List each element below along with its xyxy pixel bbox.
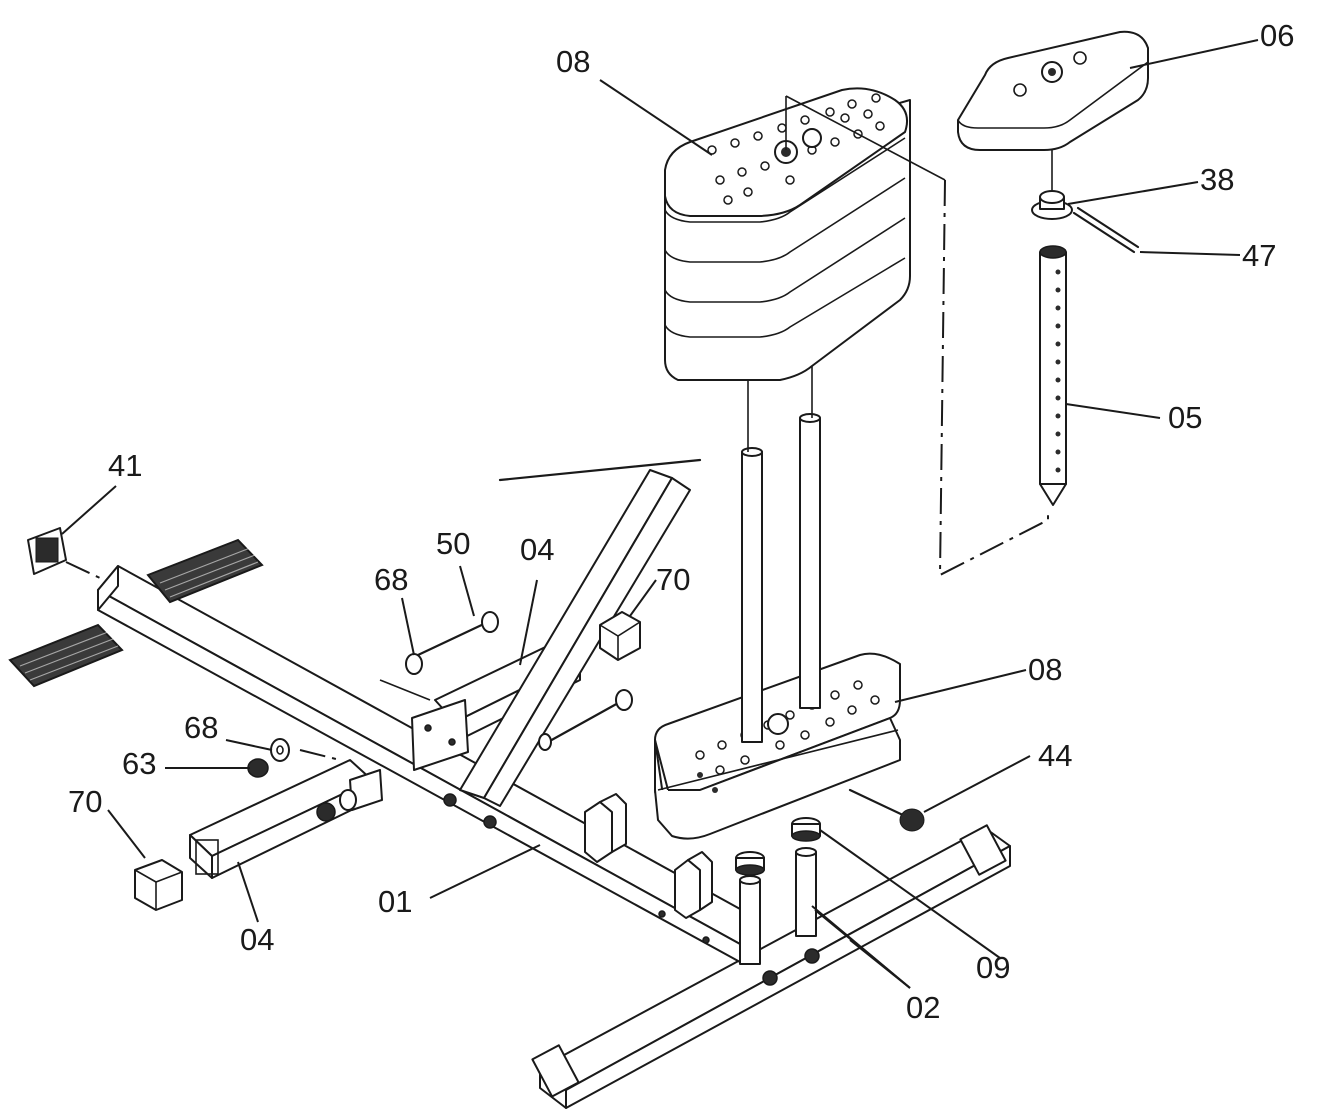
posts-02 [739,847,817,965]
guide-rods [741,345,821,743]
bolt-lower [538,689,633,751]
label-crossbar-bottom: 04 [240,922,274,957]
collar-38 [1031,150,1073,220]
leader-lines [61,39,1259,989]
knob-44 [848,788,925,832]
label-cap-left: 70 [68,784,102,819]
bushing-09 [735,817,821,876]
part-labels: 08 06 38 47 05 41 50 68 04 70 08 44 68 6… [68,18,1294,1025]
label-bottom-plate: 08 [1028,652,1062,687]
label-washer-left: 68 [184,710,218,745]
label-crossbar-top: 04 [520,532,554,567]
selector-rod-05 [1039,245,1067,506]
bolt-50 [405,611,499,675]
axle-bolt [299,749,357,822]
rear-crossbar [189,759,383,879]
label-cap: 06 [1260,18,1294,53]
foot-pad-upper [146,538,264,604]
label-nut: 63 [122,746,156,781]
selector-path [938,179,1049,577]
top-cap-06 [957,30,1149,151]
bottom-weight-plate [654,652,901,840]
label-end-cap: 41 [108,448,142,483]
diagonal-upright [459,458,702,807]
foot-pad-lower [8,623,124,688]
cap-70-left [134,859,183,911]
top-weight-stack [664,87,946,381]
cap-70-right [599,611,641,661]
nut-63 [247,758,269,778]
front-foot-bar [531,824,1011,1109]
label-washer-top: 68 [374,562,408,597]
label-bushing: 09 [976,950,1010,985]
label-pin: 47 [1242,238,1276,273]
label-knob: 44 [1038,738,1072,773]
label-posts: 02 [906,990,940,1025]
pin-47 [1072,206,1140,254]
label-collar: 38 [1200,162,1234,197]
washer-68-left [270,738,290,762]
label-selector-rod: 05 [1168,400,1202,435]
label-cap-right: 70 [656,562,690,597]
label-bolt: 50 [436,526,470,561]
end-cap-41 [27,527,101,579]
label-main-frame: 01 [378,884,412,919]
label-top-plate: 08 [556,44,590,79]
